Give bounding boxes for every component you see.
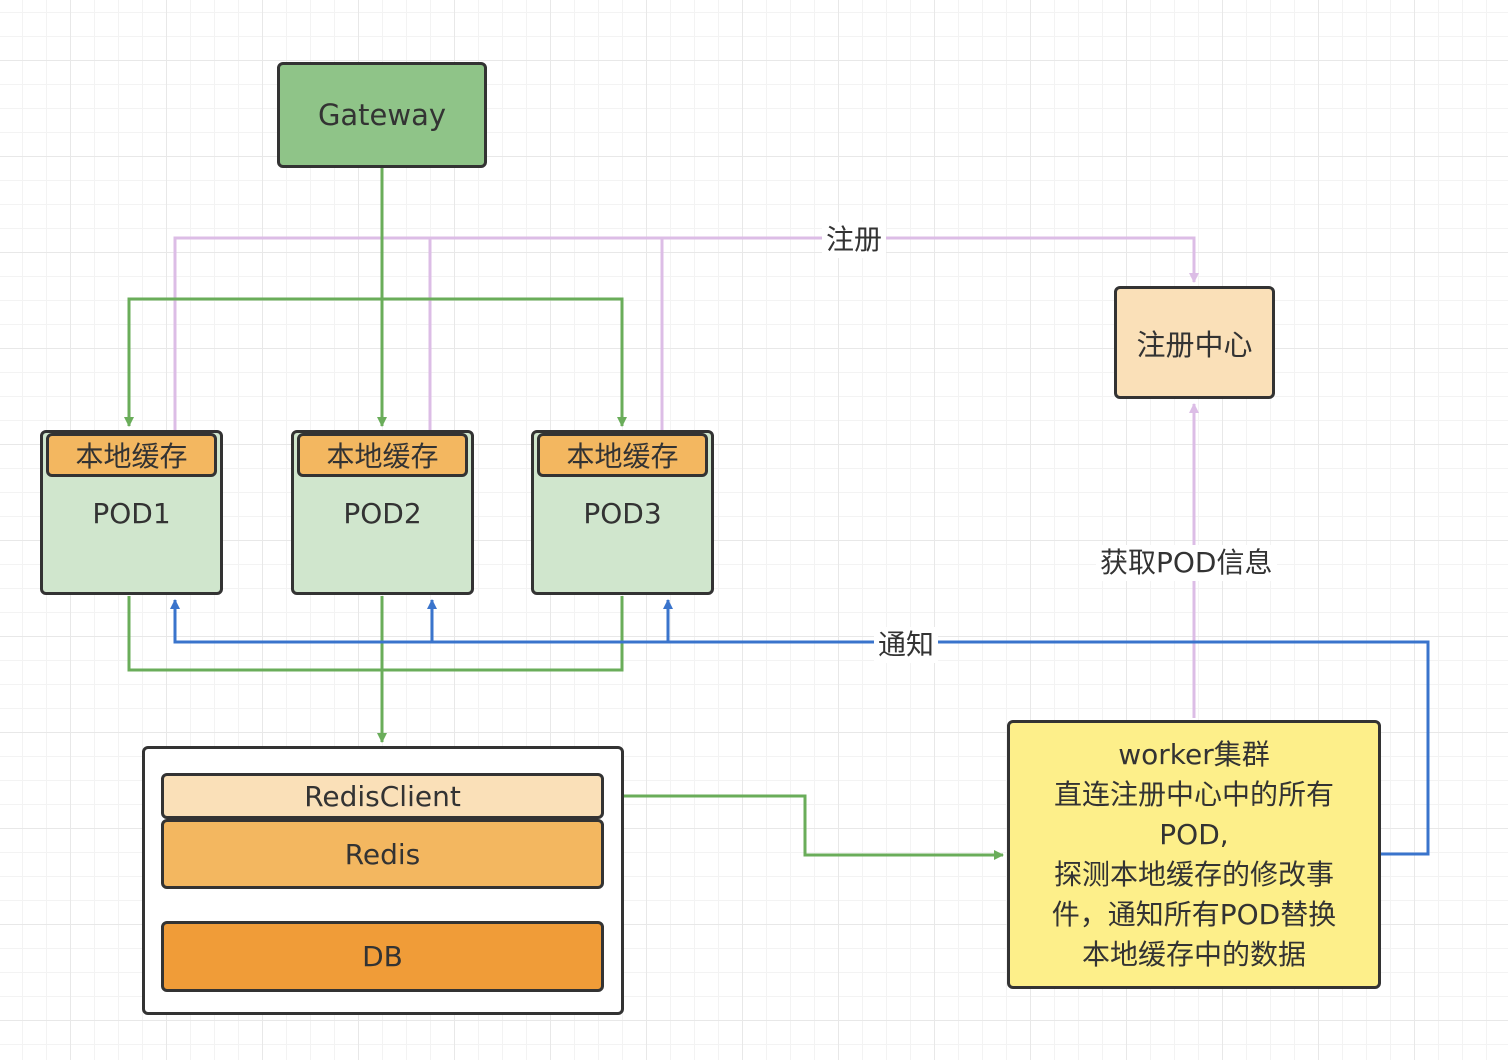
edge-pod1-redis [127, 596, 382, 672]
edge-pod1-register [173, 236, 1199, 430]
redis-client-node[interactable]: RedisClient [161, 773, 604, 819]
redis-label: Redis [344, 837, 421, 871]
pod1-local-cache[interactable]: 本地缓存 [46, 433, 217, 477]
edge-pod3-redis [382, 596, 624, 672]
worker-line-6: 本地缓存中的数据 [1081, 937, 1306, 971]
pod1-cache-label: 本地缓存 [75, 440, 188, 473]
gateway-node[interactable]: Gateway [277, 62, 487, 168]
pod1-label: POD1 [92, 497, 171, 530]
pod3-label: POD3 [583, 497, 662, 530]
db-label: DB [362, 940, 403, 973]
pod3-node[interactable]: 本地缓存 POD3 [531, 430, 714, 595]
edge-worker-notify [170, 599, 1430, 856]
worker-line-3: POD, [1159, 817, 1229, 851]
notify-edges [170, 599, 1430, 856]
gateway-label: Gateway [317, 98, 447, 132]
redis-node[interactable]: Redis [161, 819, 604, 889]
worker-line-2: 直连注册中心中的所有 [1053, 777, 1334, 811]
pod2-local-cache[interactable]: 本地缓存 [297, 433, 468, 477]
registry-label: 注册中心 [1136, 327, 1253, 362]
edge-redisclient-worker [604, 794, 1004, 860]
pod1-node[interactable]: 本地缓存 POD1 [40, 430, 223, 595]
gateway-edges [124, 168, 627, 427]
edge-gateway-pod1 [124, 297, 382, 427]
pod2-cache-label: 本地缓存 [326, 440, 439, 473]
edge-gateway-pod3 [382, 297, 627, 427]
pod-redis-edges [127, 596, 1004, 860]
pod3-local-cache[interactable]: 本地缓存 [537, 433, 708, 477]
worker-line-4: 探测本地缓存的修改事 [1053, 857, 1334, 891]
db-node[interactable]: DB [161, 921, 604, 992]
pod3-cache-label: 本地缓存 [566, 440, 679, 473]
worker-line-1: worker集群 [1118, 737, 1270, 771]
register-edge-label: 注册 [822, 222, 887, 258]
worker-line-5: 件，通知所有POD替换 [1051, 897, 1337, 931]
pod2-label: POD2 [343, 497, 422, 530]
redis-client-label: RedisClient [304, 779, 461, 813]
registry-node[interactable]: 注册中心 [1114, 286, 1275, 399]
get-pod-info-edge-label: 获取POD信息 [1096, 545, 1277, 581]
notify-edge-label: 通知 [874, 627, 939, 663]
pod2-node[interactable]: 本地缓存 POD2 [291, 430, 474, 595]
worker-cluster-node[interactable]: worker集群 直连注册中心中的所有 POD, 探测本地缓存的修改事 件，通知… [1007, 720, 1381, 989]
